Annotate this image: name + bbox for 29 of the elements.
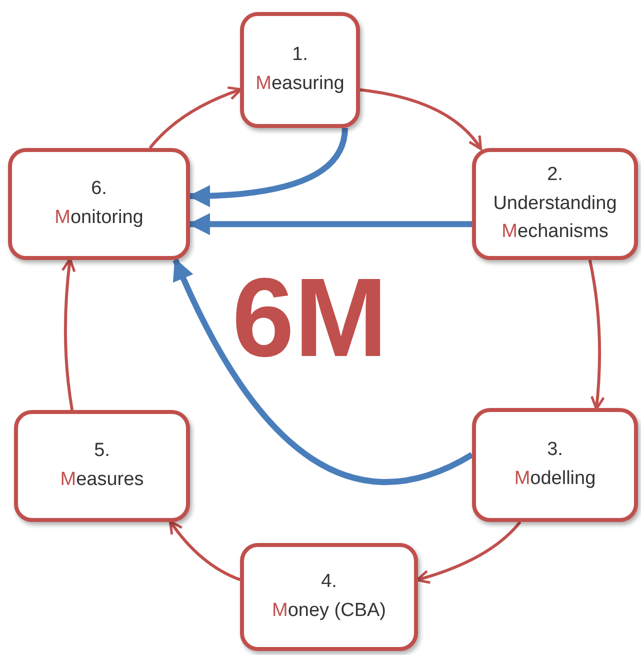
step-label: Modelling [514, 467, 596, 491]
step-box [240, 12, 360, 128]
step-label: 3. [547, 438, 563, 462]
arrow [168, 520, 241, 582]
step-label: Money (CBA) [272, 599, 386, 623]
arrow [172, 258, 474, 485]
step-label: 1. [292, 43, 308, 68]
arrow [148, 86, 242, 149]
step-label: Measuring [256, 72, 344, 96]
center-title: 6M [232, 262, 388, 374]
step-box [240, 543, 418, 651]
step-box [8, 148, 190, 260]
step-label: 2. [547, 162, 563, 187]
arrow [61, 258, 76, 410]
step-label: 6. [91, 177, 107, 202]
arrow [588, 260, 605, 410]
step-label: 5. [94, 439, 110, 464]
step-label: Mechanisms [502, 220, 608, 244]
arrow [416, 521, 522, 584]
step-label: Understanding [493, 192, 617, 216]
step-box [14, 410, 190, 522]
step-label: Monitoring [54, 206, 144, 230]
arrow [188, 128, 348, 207]
arrow [188, 213, 472, 236]
step-box [472, 148, 638, 260]
step-label: 4. [321, 570, 337, 594]
step-label: Measures [60, 468, 144, 492]
arrow [360, 88, 482, 150]
step-box [472, 408, 638, 522]
